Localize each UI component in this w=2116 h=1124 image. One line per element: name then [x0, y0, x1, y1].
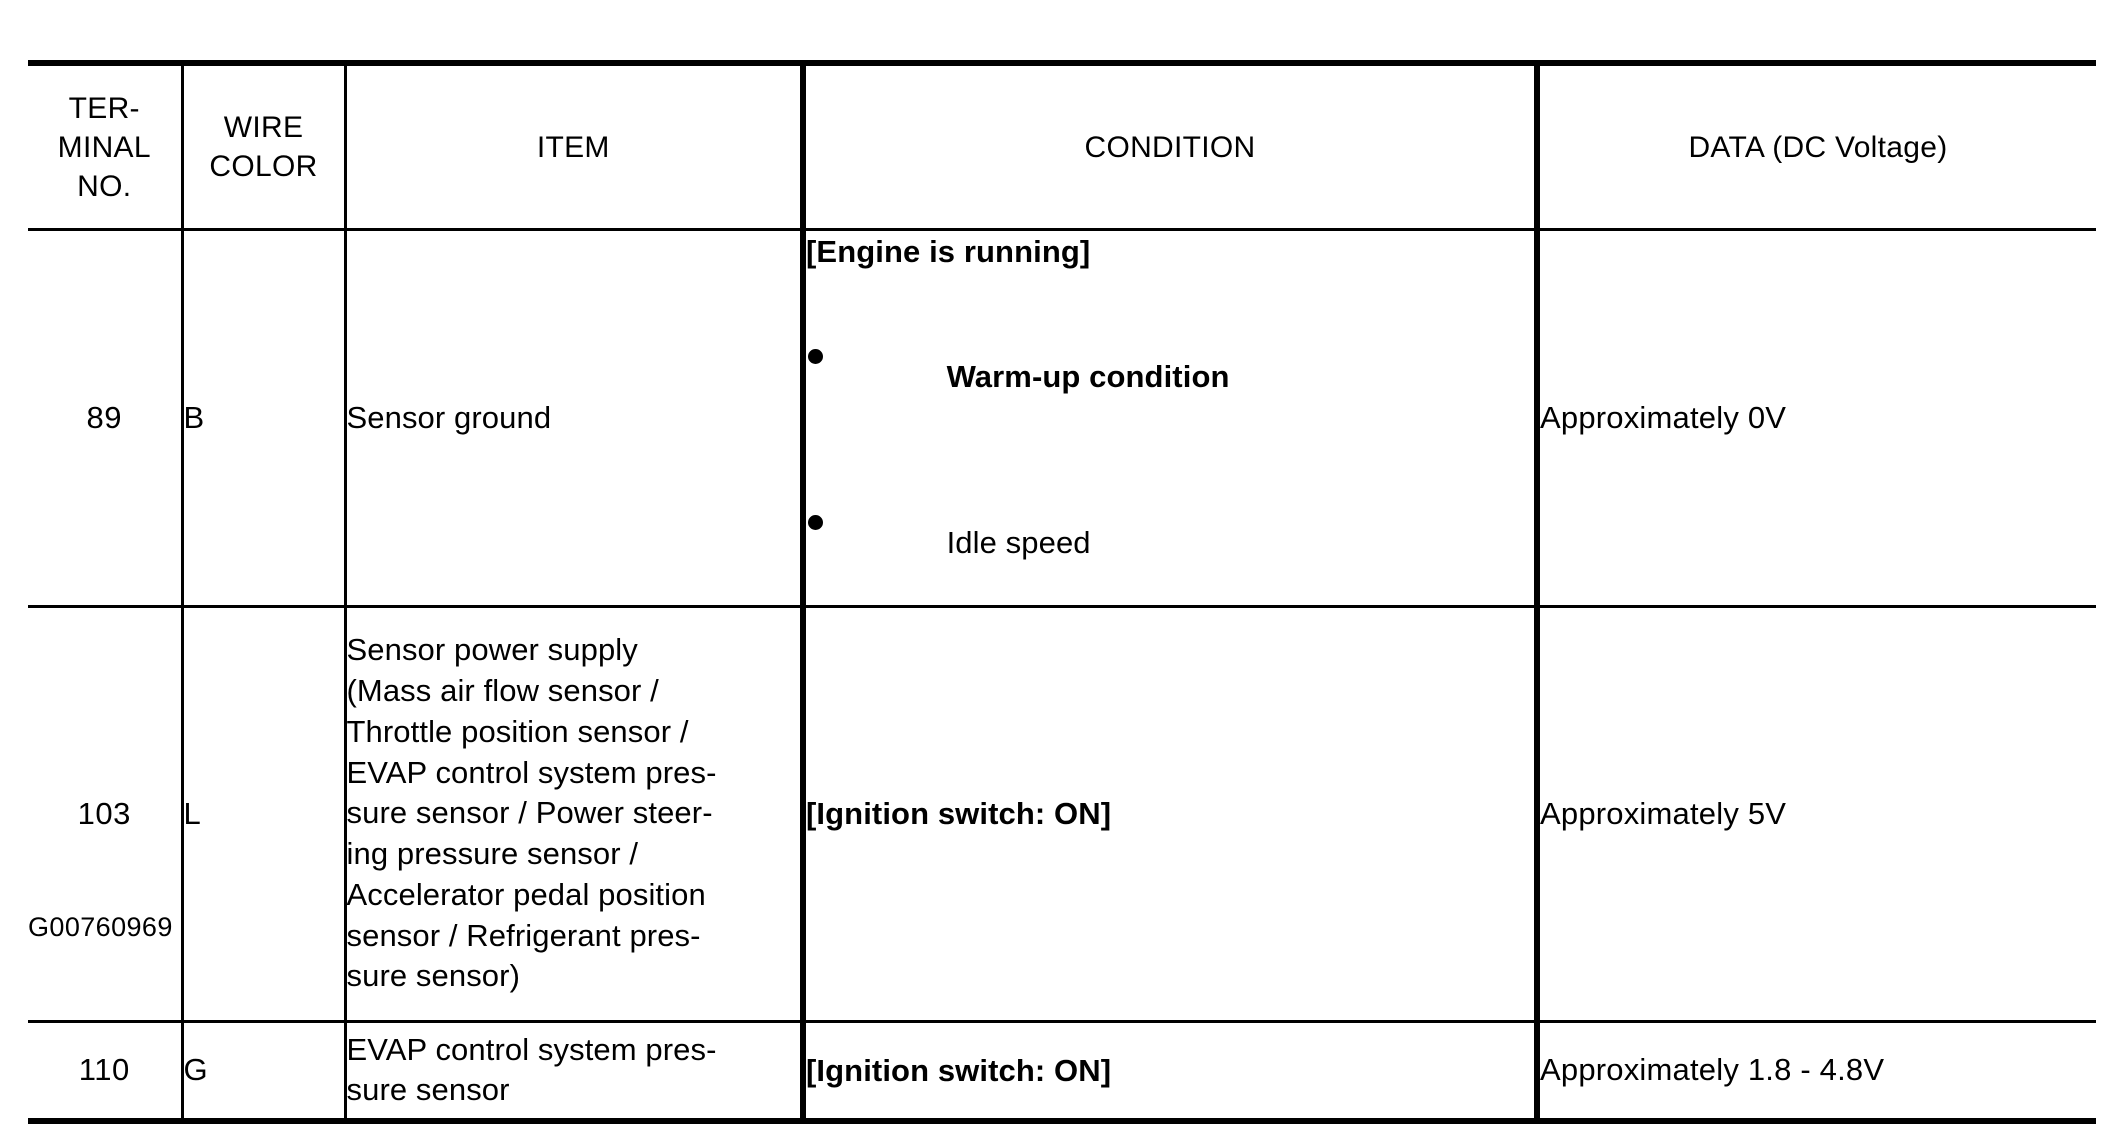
- item-line: sensor / Refrigerant pres-: [346, 917, 701, 953]
- column-header-terminal-no-line2: MINAL: [57, 130, 151, 164]
- column-header-data: DATA (DC Voltage): [1537, 63, 2096, 230]
- table-row: 110 G EVAP control system pres- sure sen…: [28, 1019, 2096, 1121]
- condition-bullet: Warm-up condition: [806, 273, 1534, 439]
- cell-condition: [Engine is running] Warm-up condition Id…: [803, 228, 1540, 607]
- item-line: Sensor ground: [346, 399, 552, 435]
- cell-data-voltage: Approximately 1.8 - 4.8V: [1537, 1019, 2096, 1121]
- condition-heading: [Ignition switch: ON]: [806, 796, 1112, 832]
- condition-bullet: Idle speed: [806, 439, 1534, 605]
- figure-id-caption: G00760969: [28, 912, 173, 942]
- cell-terminal-no: 89: [28, 228, 184, 607]
- column-header-wire-color-line2: COLOR: [209, 150, 318, 183]
- cell-terminal-no: 103: [28, 604, 184, 1022]
- table-body: 89 B Sensor ground [Engine is running] W…: [28, 228, 2096, 1121]
- header-row: TER- MINAL NO. WIRE COLOR ITEM CONDITION…: [28, 63, 2096, 230]
- item-line: EVAP control system pres-: [346, 754, 717, 790]
- item-line: (Mass air flow sensor /: [346, 673, 659, 709]
- condition-heading: [Ignition switch: ON]: [806, 1052, 1112, 1088]
- column-header-condition: CONDITION: [803, 63, 1540, 230]
- cell-wire-color: B: [182, 228, 347, 607]
- cell-condition: [Ignition switch: ON]: [803, 1019, 1540, 1121]
- cell-data-voltage: Approximately 0V: [1537, 228, 2096, 607]
- column-header-terminal-no: TER- MINAL NO.: [28, 63, 184, 230]
- condition-heading: [Engine is running]: [806, 234, 1091, 269]
- cell-item: Sensor ground: [345, 228, 806, 607]
- column-header-terminal-no-line1: TER-: [68, 91, 140, 125]
- item-line: EVAP control system pres-: [346, 1031, 717, 1067]
- item-line: Throttle position sensor /: [346, 713, 689, 749]
- item-line: sure sensor: [346, 1072, 510, 1108]
- condition-bullet-label: Warm-up condition: [946, 358, 1230, 394]
- item-line: sure sensor / Power steer-: [346, 795, 713, 831]
- column-header-item-label: ITEM: [536, 130, 610, 164]
- table-row: 89 B Sensor ground [Engine is running] W…: [28, 228, 2096, 607]
- cell-wire-color: G: [182, 1019, 347, 1121]
- cell-terminal-no: 110: [28, 1019, 184, 1121]
- cell-wire-color: L: [182, 604, 347, 1022]
- column-header-condition-label: CONDITION: [1084, 130, 1256, 164]
- cell-data-voltage: Approximately 5V: [1537, 604, 2096, 1022]
- column-header-wire-color-line1: WIRE: [223, 111, 304, 144]
- column-header-wire-color: WIRE COLOR: [182, 63, 347, 230]
- cell-item: EVAP control system pres- sure sensor: [345, 1019, 806, 1121]
- column-header-item: ITEM: [345, 63, 806, 230]
- cell-condition: [Ignition switch: ON]: [803, 604, 1540, 1022]
- item-line: Accelerator pedal position: [346, 876, 706, 912]
- condition-bullet-label: Idle speed: [946, 524, 1091, 560]
- cell-item: Sensor power supply (Mass air flow senso…: [345, 604, 806, 1022]
- item-line: sure sensor): [346, 958, 520, 994]
- item-line: Sensor power supply: [346, 632, 638, 668]
- item-line: ing pressure sensor /: [346, 836, 639, 872]
- spec-table-container: TER- MINAL NO. WIRE COLOR ITEM CONDITION…: [28, 60, 2096, 1124]
- table-header: TER- MINAL NO. WIRE COLOR ITEM CONDITION…: [28, 63, 2096, 230]
- ecm-terminal-voltage-table: TER- MINAL NO. WIRE COLOR ITEM CONDITION…: [28, 60, 2096, 1124]
- column-header-terminal-no-line3: NO.: [77, 169, 132, 203]
- bullet-dot-icon: [808, 514, 823, 530]
- column-header-data-label: DATA (DC Voltage): [1688, 130, 1948, 164]
- table-row: 103 L Sensor power supply (Mass air flow…: [28, 604, 2096, 1022]
- bullet-dot-icon: [808, 348, 823, 364]
